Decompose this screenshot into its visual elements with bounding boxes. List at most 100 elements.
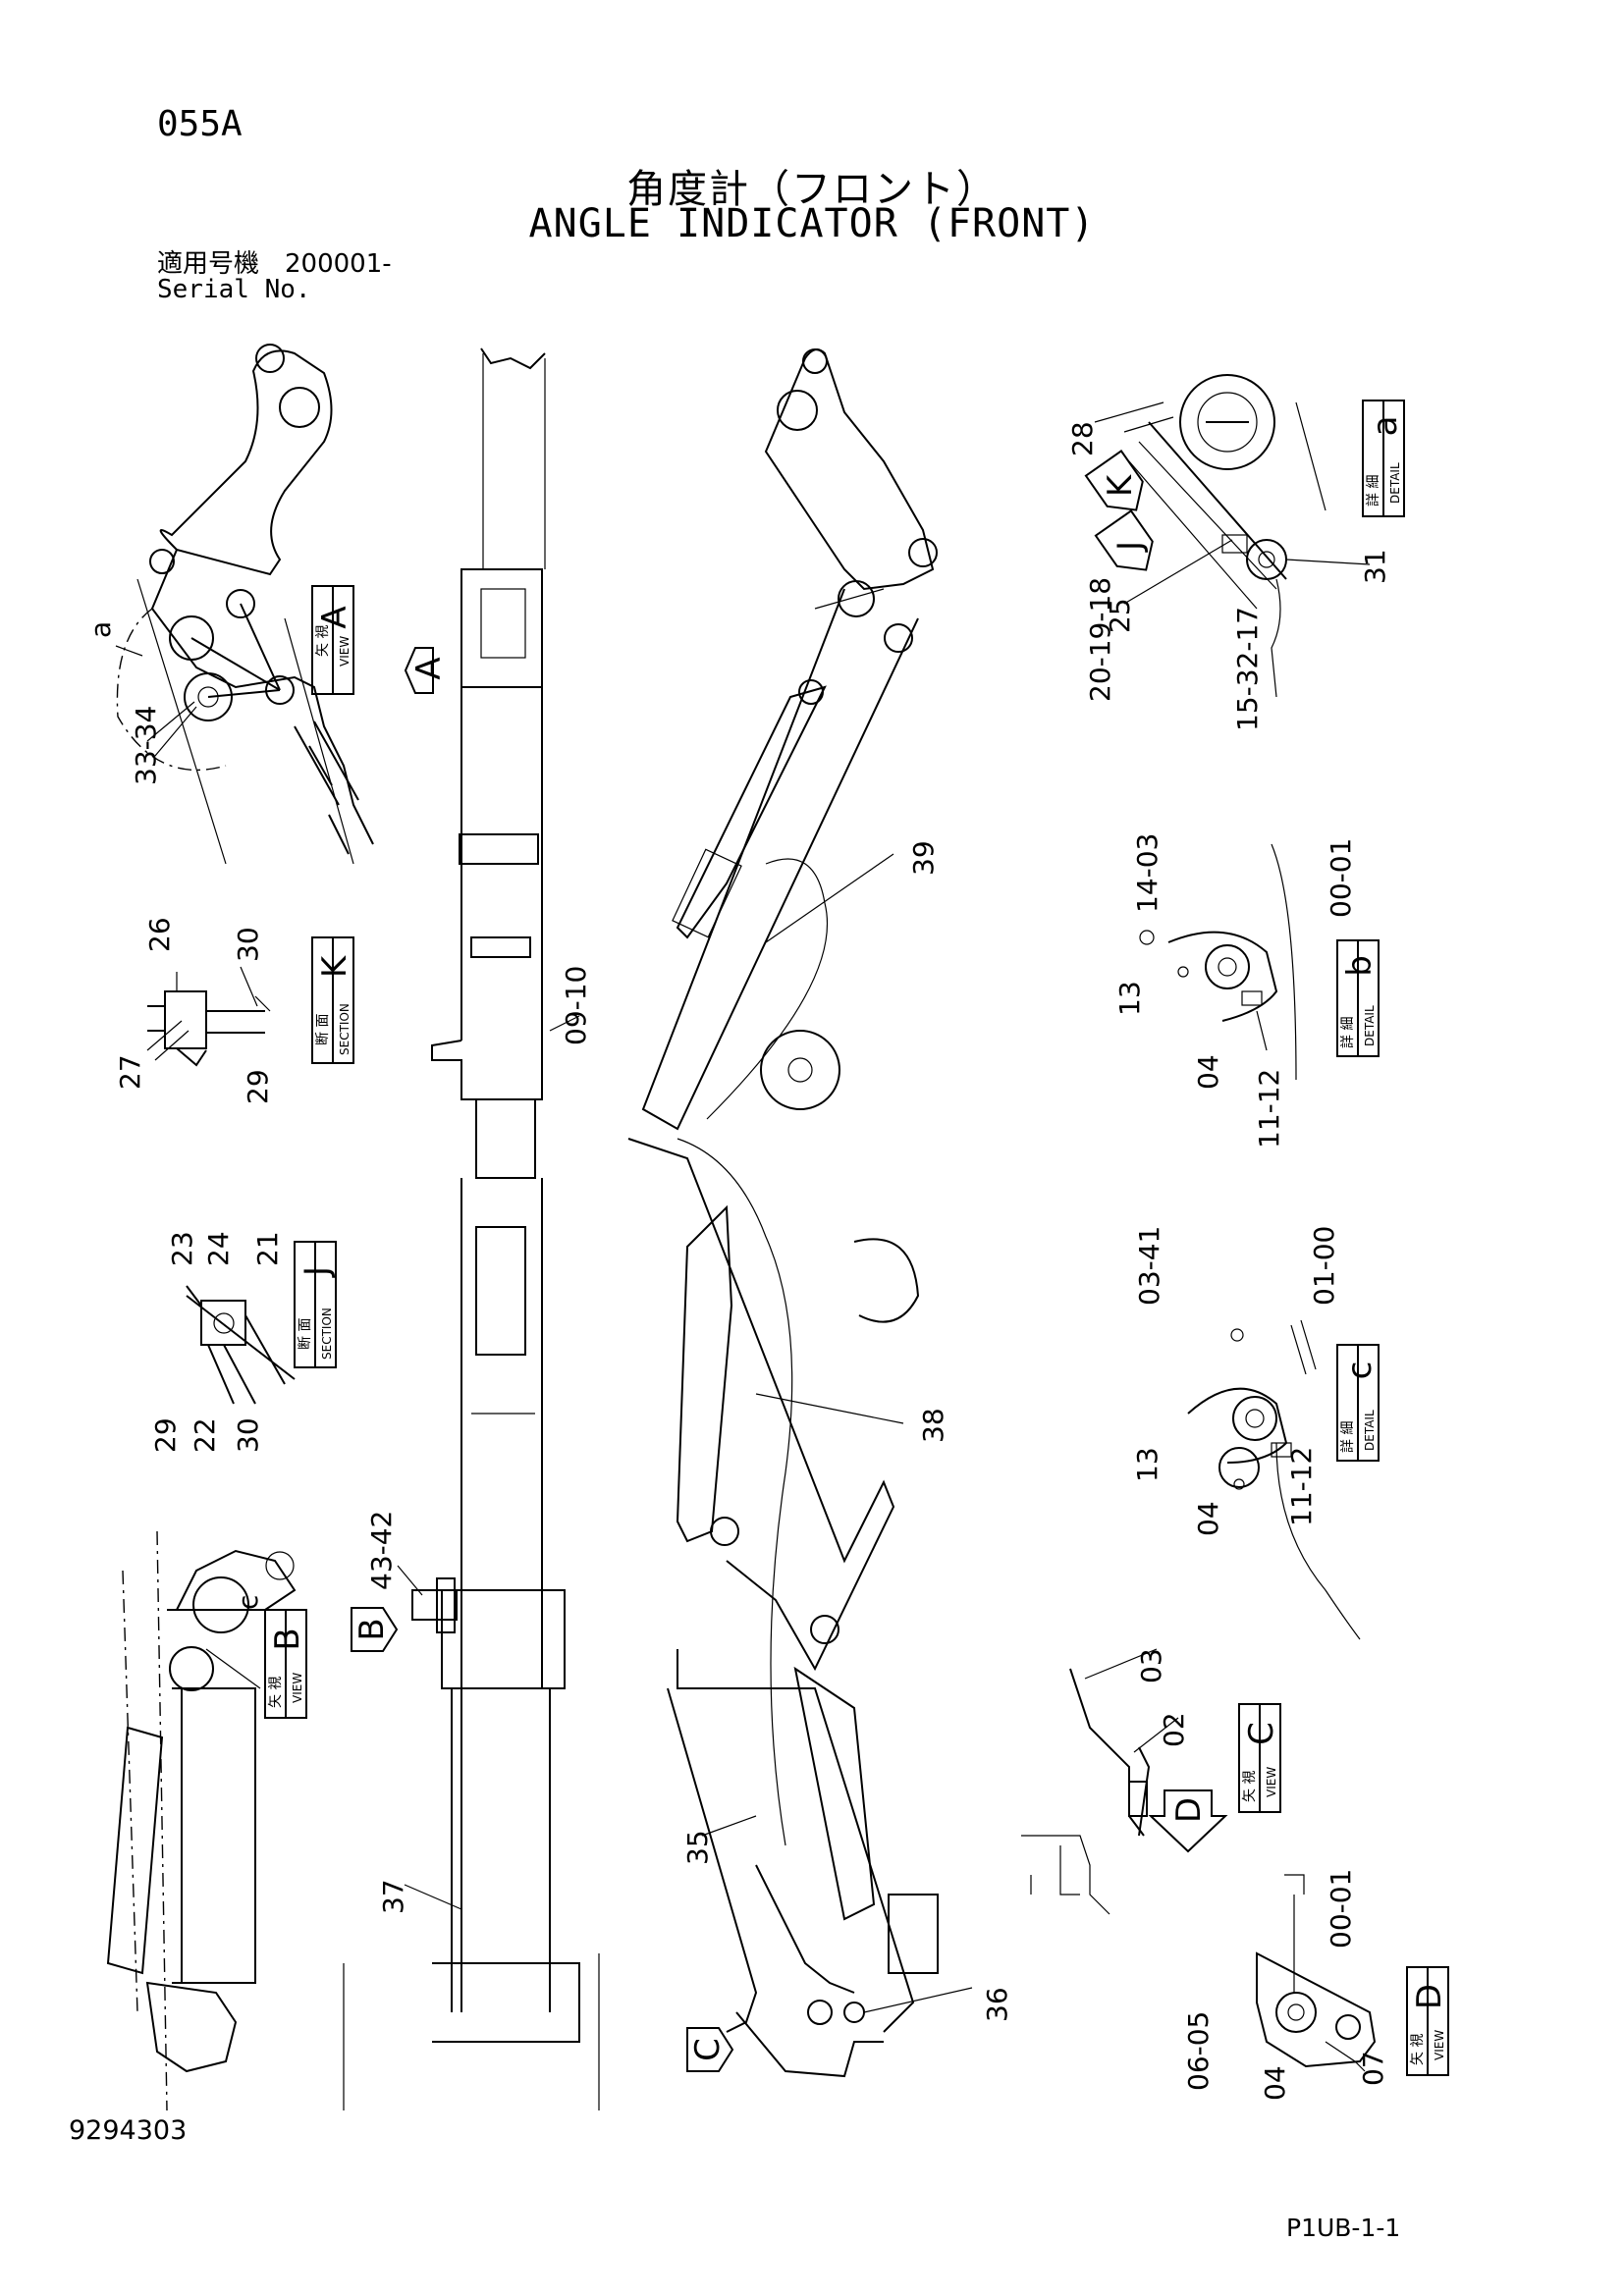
- part-label: 11-12: [1285, 1447, 1318, 1526]
- view-tag-C: 矢 視 VIEW C: [1238, 1703, 1281, 1813]
- serial-english: Serial No.: [157, 275, 311, 304]
- document-number: 9294303: [69, 2115, 188, 2146]
- svg-text:B: B: [268, 1628, 307, 1650]
- page-reference: P1UB-1-1: [1286, 2214, 1401, 2242]
- part-label: 39: [907, 840, 940, 876]
- svg-text:矢 視: 矢 視: [1410, 2034, 1426, 2065]
- svg-text:D: D: [1410, 1984, 1449, 2009]
- part-label: 37: [377, 1879, 409, 1914]
- part-label: 25: [1104, 598, 1136, 633]
- view-b-drawing: [106, 1530, 297, 2111]
- arrow-view-C: C: [686, 2027, 734, 2072]
- boom-side-drawing: [627, 348, 939, 2078]
- svg-text:DETAIL: DETAIL: [1363, 1005, 1377, 1046]
- view-tag-detail-c: 詳 細 DETAIL c: [1336, 1344, 1380, 1462]
- view-tag-detail-b: 詳 細 DETAIL b: [1336, 939, 1380, 1057]
- svg-text:C: C: [688, 2038, 728, 2061]
- part-label: 01-00: [1308, 1226, 1340, 1306]
- part-label: 04: [1192, 1054, 1224, 1090]
- part-label: 29: [242, 1069, 274, 1104]
- arrow-section-K: K: [1084, 450, 1144, 511]
- part-label: 27: [114, 1054, 146, 1090]
- leader-lines: [146, 401, 1371, 2013]
- section-j-drawing: [186, 1285, 296, 1405]
- part-label: 00-01: [1325, 1869, 1357, 1949]
- part-label: 33-34: [130, 706, 162, 785]
- arrow-view-D: D: [1148, 1789, 1228, 1853]
- part-label: 04: [1259, 2065, 1291, 2101]
- view-tag-D: 矢 視 VIEW D: [1406, 1966, 1449, 2076]
- svg-text:J: J: [1110, 541, 1150, 553]
- view-d-drawing: [1256, 1874, 1377, 2072]
- title-japanese: 角度計（フロント）: [626, 167, 998, 212]
- page-code: 055A: [157, 104, 243, 144]
- detail-callout-a: a: [84, 621, 117, 638]
- title-english: ANGLE INDICATOR (FRONT): [528, 201, 1096, 246]
- svg-text:SECTION: SECTION: [320, 1308, 334, 1360]
- part-label: 30: [232, 1417, 264, 1453]
- part-label: 09-10: [560, 966, 592, 1045]
- part-label: 43-42: [365, 1511, 398, 1590]
- svg-text:A: A: [315, 606, 354, 628]
- detail-b-drawing: [1139, 843, 1297, 1081]
- view-tag-J: 断 面 SECTION J: [294, 1241, 337, 1368]
- detail-callout-c: c: [232, 1595, 264, 1610]
- part-label: 38: [917, 1408, 949, 1443]
- svg-text:VIEW: VIEW: [1433, 2030, 1446, 2060]
- svg-text:DETAIL: DETAIL: [1388, 462, 1402, 504]
- part-label: 00-01: [1325, 838, 1357, 918]
- part-label: 20-19-18: [1084, 577, 1116, 702]
- part-label: 26: [143, 917, 176, 952]
- part-label: 07: [1357, 2051, 1389, 2086]
- serial-number-block: 適用号機 200001- Serial No.: [157, 251, 392, 302]
- svg-text:断 面: 断 面: [298, 1318, 313, 1350]
- svg-text:c: c: [1340, 1362, 1380, 1380]
- part-label: 36: [981, 1987, 1013, 2022]
- view-c-drawing: [1021, 1668, 1151, 1915]
- svg-text:K: K: [315, 954, 354, 978]
- part-label: 23: [166, 1231, 198, 1266]
- arrow-view-B: B: [351, 1607, 399, 1652]
- view-tag-K: 断 面 SECTION K: [311, 936, 354, 1064]
- arrow-section-J: J: [1094, 509, 1154, 571]
- section-k-drawing: [146, 972, 271, 1067]
- svg-text:VIEW: VIEW: [1265, 1767, 1278, 1797]
- arrow-view-A: A: [404, 647, 449, 694]
- svg-text:K: K: [1101, 473, 1140, 497]
- svg-text:詳 細: 詳 細: [1340, 1017, 1356, 1048]
- part-label: 13: [1113, 981, 1146, 1016]
- svg-text:詳 細: 詳 細: [1366, 475, 1381, 507]
- part-label: 31: [1359, 549, 1391, 584]
- detail-c-drawing: [1187, 1319, 1361, 1640]
- part-label: 03-41: [1133, 1226, 1165, 1306]
- svg-text:断 面: 断 面: [315, 1014, 331, 1045]
- svg-text:b: b: [1340, 955, 1380, 977]
- svg-text:VIEW: VIEW: [291, 1673, 304, 1703]
- svg-text:詳 細: 詳 細: [1340, 1421, 1356, 1453]
- view-tag-A: 矢 視 VIEW A: [311, 585, 354, 695]
- part-label: 28: [1066, 421, 1099, 456]
- svg-text:A: A: [409, 657, 449, 679]
- svg-text:C: C: [1242, 1722, 1281, 1745]
- boom-center-drawing: [343, 347, 600, 2110]
- view-tag-B: 矢 視 VIEW B: [264, 1609, 307, 1719]
- svg-text:VIEW: VIEW: [338, 636, 352, 667]
- part-label: 22: [189, 1417, 221, 1453]
- part-label: 13: [1131, 1447, 1164, 1482]
- svg-text:J: J: [298, 1266, 337, 1278]
- part-label: 15-32-17: [1231, 607, 1264, 731]
- svg-text:a: a: [1366, 416, 1405, 437]
- part-label: 03: [1135, 1648, 1167, 1683]
- svg-text:矢 視: 矢 視: [315, 625, 331, 657]
- part-label: 06-05: [1182, 2011, 1215, 2091]
- part-label: 29: [149, 1417, 182, 1453]
- part-label: 21: [251, 1231, 284, 1266]
- part-label: 11-12: [1253, 1069, 1285, 1148]
- svg-text:矢 視: 矢 視: [1242, 1771, 1258, 1802]
- part-labels: 33-34 26 30 27 29 23 24 21 29 22 30 28 2…: [114, 421, 1391, 2101]
- svg-text:DETAIL: DETAIL: [1363, 1410, 1377, 1451]
- detail-a-drawing: [1123, 374, 1326, 698]
- view-a-drawing: [115, 344, 374, 865]
- svg-text:B: B: [352, 1618, 392, 1640]
